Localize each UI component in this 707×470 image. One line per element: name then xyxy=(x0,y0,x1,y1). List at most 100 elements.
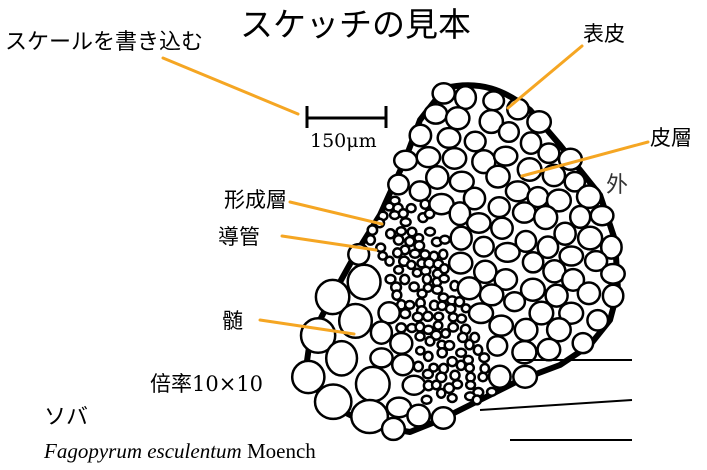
sketch-cell xyxy=(391,289,403,301)
sketch-cell xyxy=(449,225,473,251)
sketch-cell xyxy=(392,233,405,246)
sketch-cell xyxy=(433,311,445,322)
sketch-cell xyxy=(414,331,426,342)
cambium-label: 形成層 xyxy=(224,188,287,212)
sketch-cell xyxy=(444,303,457,315)
sketch-cell xyxy=(290,359,326,395)
sketch-cell xyxy=(438,262,450,275)
sketch-cell xyxy=(423,208,436,220)
sketch-cell xyxy=(350,398,390,435)
sketch-cell xyxy=(576,225,604,251)
sketch-cell xyxy=(519,131,543,156)
sketch-cell xyxy=(448,201,472,227)
sketch-cell xyxy=(478,352,491,364)
sketch-cell xyxy=(441,146,468,170)
sketch-cell xyxy=(464,338,475,351)
sketch-cell xyxy=(506,97,530,121)
sketch-cell xyxy=(424,165,450,190)
sketch-cell xyxy=(472,344,484,356)
sketch-cell xyxy=(392,149,419,172)
sketch-cell xyxy=(560,267,586,292)
sketch-cell xyxy=(438,234,451,245)
sketch-cell xyxy=(600,262,626,285)
sketch-cell xyxy=(478,108,505,135)
sketch-cell xyxy=(455,359,467,372)
sketch-cell xyxy=(482,90,506,112)
sketch-cell xyxy=(599,234,623,260)
sketch-cell xyxy=(453,295,466,308)
sketch-cell xyxy=(448,170,475,193)
sketch-cell xyxy=(494,241,521,264)
sketch-cell xyxy=(431,82,457,105)
sketch-handwritten-note: 外 xyxy=(606,173,628,198)
sketch-cell xyxy=(369,320,394,345)
sketch-cell xyxy=(399,273,411,286)
vessel-label: 導管 xyxy=(218,225,260,249)
sketch-cell xyxy=(487,364,512,389)
sketch-cell xyxy=(553,221,577,246)
sketch-cell xyxy=(532,204,559,231)
sketch-cell xyxy=(443,339,456,351)
sketch-cell xyxy=(424,335,436,347)
sketch-cell xyxy=(455,347,468,359)
sketch-cell xyxy=(478,283,505,307)
specimen-scientific-name: Fagopyrum esculentum Moench xyxy=(44,441,316,462)
sketch-cell xyxy=(455,313,468,324)
sketch-cell xyxy=(421,368,435,380)
sketch-cell xyxy=(422,350,434,363)
sketch-cell xyxy=(493,268,519,291)
sketch-cell xyxy=(446,392,458,404)
sketch-cell xyxy=(377,250,389,261)
sketch-cell xyxy=(354,365,391,403)
sketch-cell xyxy=(384,255,395,267)
sketch-cell xyxy=(366,224,379,237)
sketch-cell xyxy=(377,301,401,325)
sketch-cell xyxy=(575,184,603,210)
sketch-cell xyxy=(399,308,412,320)
sketch-cell xyxy=(420,394,433,406)
sketch-cell xyxy=(380,416,407,442)
sketch-cell xyxy=(408,281,420,293)
sketch-cell xyxy=(536,337,562,362)
sketch-cell xyxy=(364,233,377,246)
sketch-cell xyxy=(421,273,433,286)
sketch-edge-line xyxy=(479,399,633,411)
sketch-cell xyxy=(423,102,449,125)
sketch-cell xyxy=(586,308,610,332)
sketch-cell xyxy=(544,283,569,308)
sketch-cell xyxy=(431,284,444,296)
sketch-cell xyxy=(405,259,417,271)
sketch-cell xyxy=(399,216,412,228)
sketch-cell xyxy=(472,259,498,285)
sketch-cell xyxy=(437,248,449,261)
sketch-cell xyxy=(375,242,387,254)
sketch-cell xyxy=(545,317,572,343)
sketch-cell xyxy=(463,130,487,153)
sketch-cell xyxy=(395,322,408,334)
sketch-cell xyxy=(456,276,483,301)
sketch-cell xyxy=(404,235,416,248)
sketch-cell xyxy=(414,345,426,356)
sketch-cell xyxy=(514,229,538,254)
sketch-cell xyxy=(492,145,519,167)
scale-bar xyxy=(305,106,388,128)
sketch-cell xyxy=(430,379,442,391)
sketch-cell xyxy=(384,227,397,240)
scale-bar-label: 150μm xyxy=(310,130,377,152)
sketch-cell xyxy=(432,320,444,331)
sketch-cell xyxy=(503,291,527,313)
sketch-cell xyxy=(314,278,351,316)
vessel-leader xyxy=(280,234,378,252)
sketch-cell xyxy=(485,386,498,397)
sketch-cell xyxy=(391,247,404,259)
sketch-cell xyxy=(568,204,592,230)
sketch-cell xyxy=(406,403,432,428)
sketch-cell xyxy=(462,186,487,211)
sketch-cell xyxy=(449,369,461,382)
sketch-cell xyxy=(477,371,489,383)
scale-instruction-label: スケールを書き込む xyxy=(5,30,204,55)
sketch-cell xyxy=(435,387,447,399)
sketch-cell xyxy=(422,324,435,336)
sketch-cell xyxy=(397,208,409,219)
sketch-cell xyxy=(438,273,450,284)
